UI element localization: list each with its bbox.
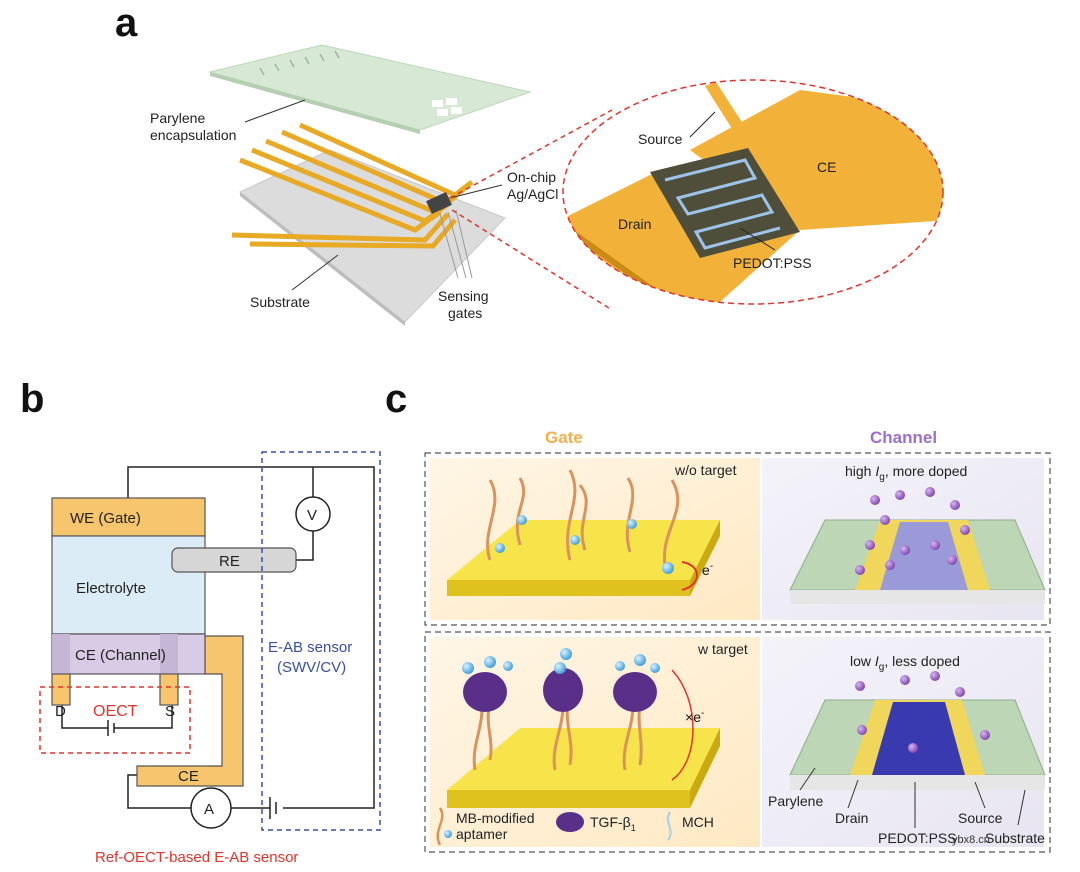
ions-top	[855, 487, 970, 575]
tgf-beta1-clusters	[463, 668, 657, 712]
zoom-drain-label: Drain	[618, 216, 651, 232]
electron-label-top: e-	[702, 561, 713, 578]
onchip-ag-agcl-chip	[426, 192, 452, 214]
sensing-label-line1: Sensing	[438, 288, 489, 304]
onchip-label-line2: Ag/AgCl	[507, 186, 558, 202]
legend-mch: MCH	[682, 814, 714, 830]
electrolyte-label: Electrolyte	[76, 580, 146, 597]
legend-aptamer-line1: MB-modified	[456, 810, 535, 826]
substrate-layer	[239, 149, 506, 323]
zoom-ce-label: CE	[817, 159, 836, 175]
we-gate-label: WE (Gate)	[70, 510, 141, 527]
box-wo-target	[424, 452, 1051, 626]
label-onchip: On-chip Ag/AgCl	[449, 169, 558, 202]
ce-channel-block	[51, 633, 206, 675]
gate-legend: MB-modified aptamer TGF-β1 MCH	[436, 807, 714, 846]
panel-c-label: c	[385, 377, 407, 421]
aptamers-unbound	[486, 469, 680, 566]
electron-label-bottom: ×e-	[685, 708, 704, 725]
watermark: ybx8.cn	[952, 834, 990, 846]
panel-a: a	[115, 1, 944, 326]
re-label: RE	[219, 553, 240, 570]
eab-dashed-box	[261, 451, 381, 831]
sensing-gate-lines	[439, 209, 473, 279]
wo-target-label: w/o target	[674, 462, 737, 478]
zoom-source-label: Source	[638, 131, 683, 147]
panel-b-caption: Ref-OECT-based E-AB sensor	[95, 849, 298, 866]
drain-leg	[51, 673, 71, 706]
panel-b-label: b	[20, 377, 44, 421]
parylene-layer	[208, 44, 532, 131]
legend-tgf: TGF-β1	[590, 814, 636, 833]
source-leg	[159, 673, 179, 706]
ce-channel-label: CE (Channel)	[75, 647, 166, 664]
channel-device-top	[789, 519, 1046, 604]
re-electrode	[171, 547, 297, 573]
channel-device-bottom	[789, 699, 1046, 790]
label-substrate: Substrate	[250, 254, 339, 310]
mb-redox-beads-bottom	[462, 648, 660, 674]
voltmeter-label: V	[307, 507, 317, 524]
onchip-label-line1: On-chip	[507, 169, 556, 185]
we-gate-block	[51, 497, 206, 537]
device-parylene-label: Parylene	[768, 793, 823, 809]
low-ig-label: low Ig, less doped	[850, 653, 960, 673]
ions-bottom	[855, 671, 990, 753]
parylene-windows	[432, 98, 462, 116]
label-sensing-gates: Sensing gates	[438, 288, 489, 321]
oect-dashed-box	[39, 686, 191, 754]
device-drain-label: Drain	[835, 810, 868, 826]
panel-b: b WE (Gate) Electrolyte RE CE CE (Channe…	[20, 377, 381, 866]
electron-transfer-arrow	[681, 561, 698, 591]
device-substrate-label: Substrate	[985, 830, 1045, 846]
legend-aptamer-line2: aptamer	[456, 826, 508, 842]
gate-electrode-bottom	[447, 728, 720, 808]
device-source-label: Source	[958, 810, 1003, 826]
gate-header: Gate	[545, 428, 583, 447]
panel-c: c Gate Channel w/o target w target	[385, 377, 1051, 853]
device-labels: Parylene Drain PEDOT:PSS Source Substrat…	[768, 767, 1045, 846]
high-ig-label: high Ig, more doped	[845, 463, 967, 483]
ce-trace	[136, 635, 244, 787]
voltmeter	[295, 496, 331, 532]
ce-label: CE	[178, 768, 199, 785]
panel-a-label: a	[115, 1, 138, 45]
ammeter	[190, 787, 232, 829]
channel-header: Channel	[870, 428, 937, 447]
d-label: D	[55, 703, 66, 720]
zoom-callout: Source CE Drain PEDOT:PSS	[449, 79, 944, 311]
eab-label-line2: (SWV/CV)	[277, 659, 346, 676]
label-parylene: Parylene encapsulation	[150, 99, 306, 143]
parylene-label-line1: Parylene	[150, 110, 205, 126]
oect-label: OECT	[93, 703, 138, 720]
substrate-label: Substrate	[250, 294, 310, 310]
mb-redox-beads-top	[495, 515, 674, 574]
zoom-pedot-label: PEDOT:PSS	[733, 255, 812, 271]
s-label: S	[165, 703, 175, 720]
eab-label-line1: E-AB sensor	[268, 639, 352, 656]
box-w-target	[424, 631, 1051, 853]
ammeter-label: A	[204, 801, 214, 818]
device-pedot-label: PEDOT:PSS	[878, 830, 957, 846]
blocked-electron-arrow	[671, 669, 694, 781]
w-target-label: w target	[697, 641, 748, 657]
sensing-label-line2: gates	[448, 305, 482, 321]
parylene-slots	[259, 50, 340, 76]
parylene-label-line2: encapsulation	[150, 127, 236, 143]
